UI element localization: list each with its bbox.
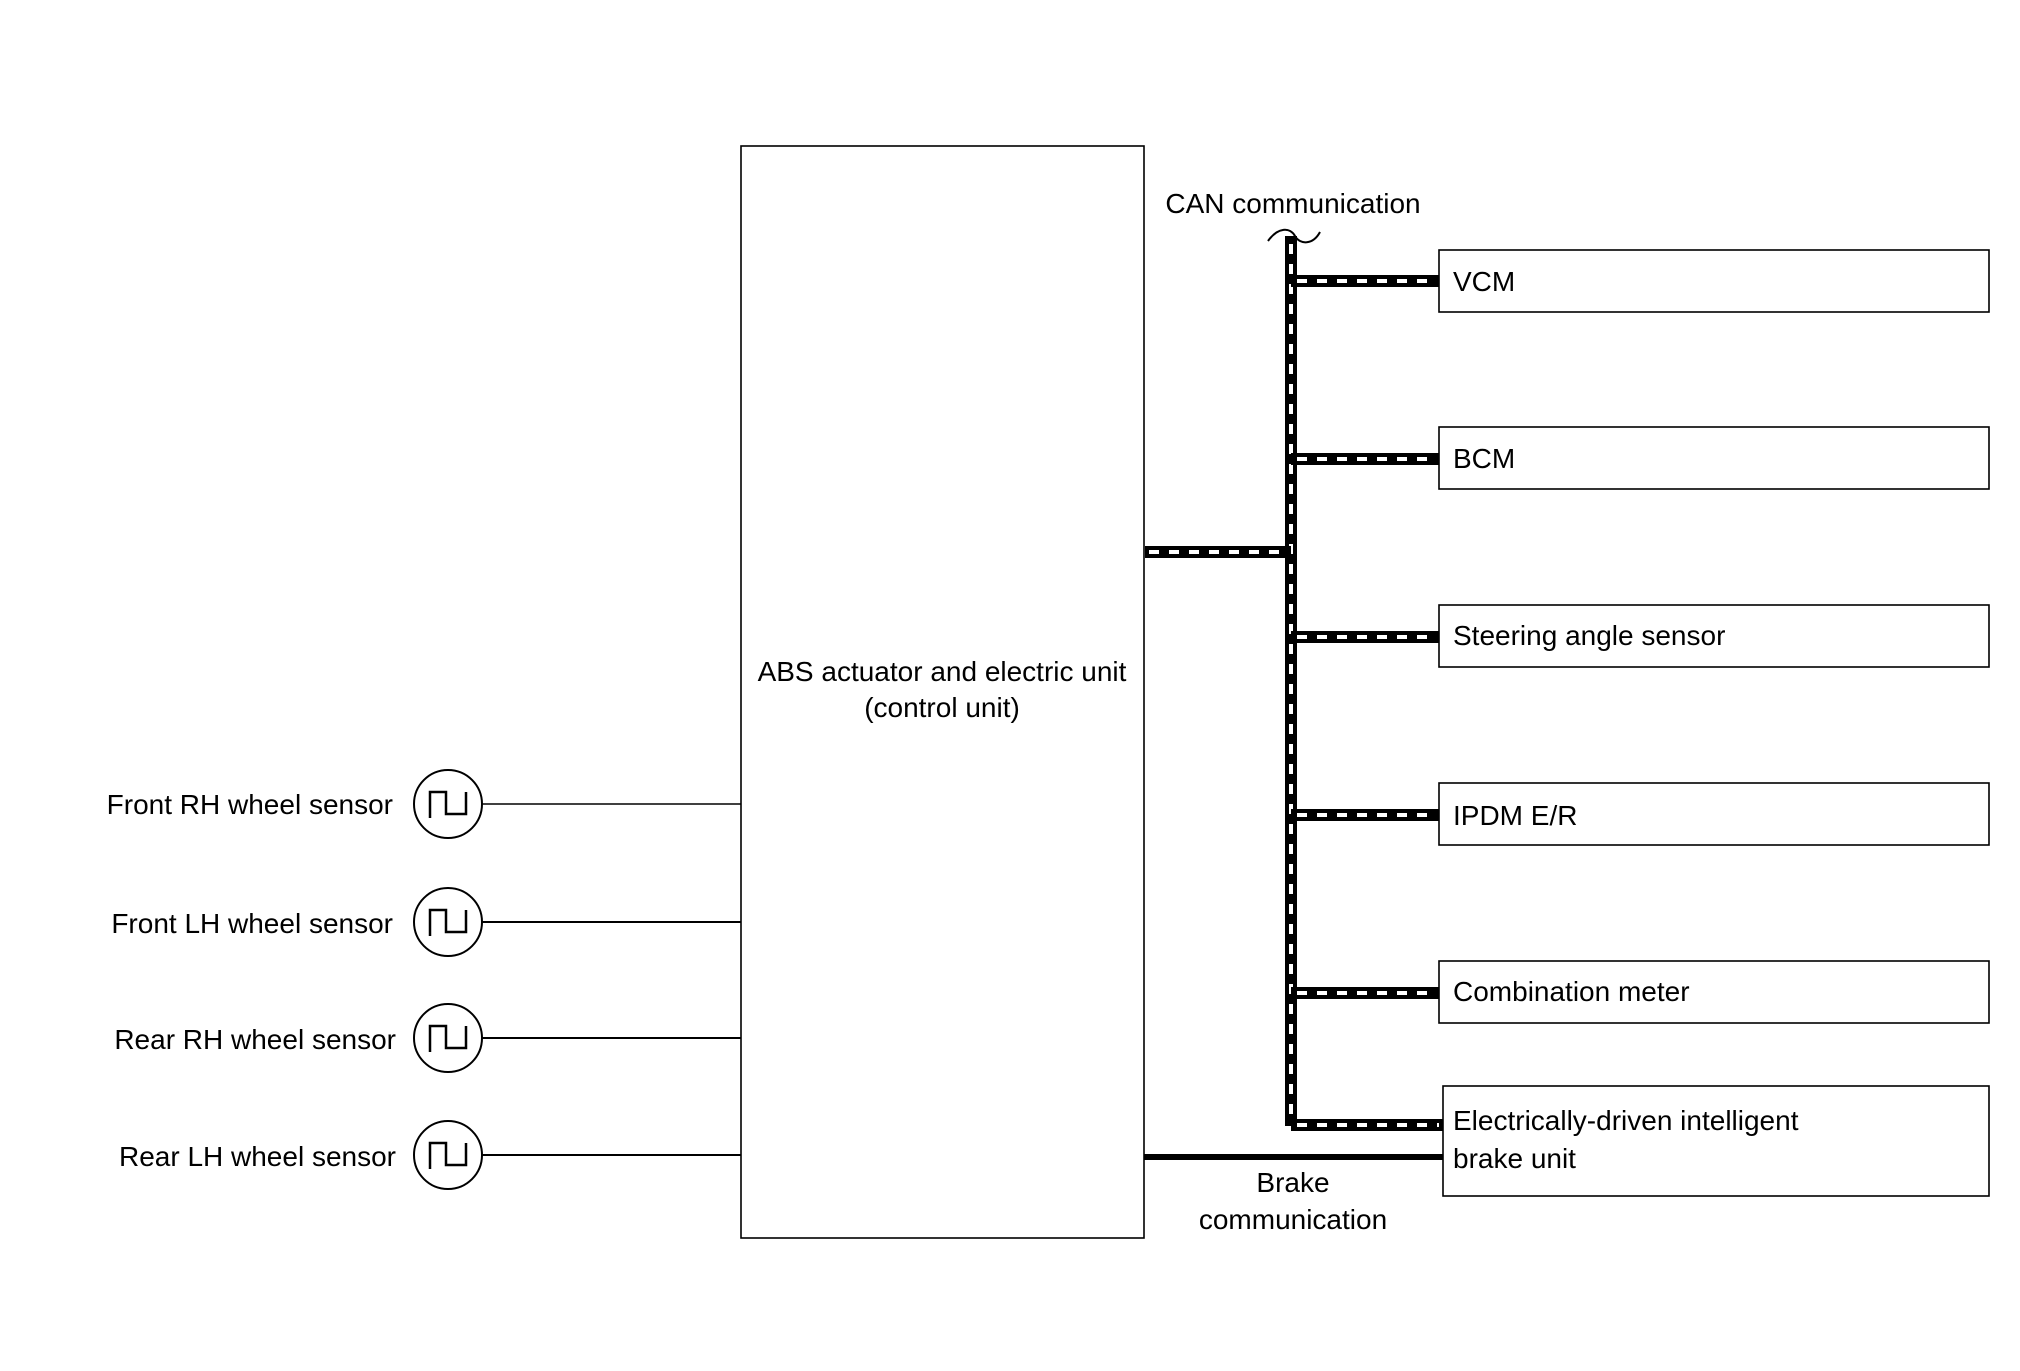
brake-communication-label-line2: communication xyxy=(1199,1204,1387,1235)
module-bcm: BCM xyxy=(1291,426,1990,490)
module-vcm: VCM xyxy=(1291,249,1990,313)
module-steering-angle-sensor: Steering angle sensor xyxy=(1291,604,1990,668)
can-communication-label: CAN communication xyxy=(1165,188,1420,219)
sensor-label: Rear LH wheel sensor xyxy=(119,1141,396,1172)
module-label-line1: Electrically-driven intelligent xyxy=(1453,1105,1799,1136)
module-label-line2: brake unit xyxy=(1453,1143,1576,1174)
sensor-label: Front RH wheel sensor xyxy=(107,789,393,820)
module-label: Combination meter xyxy=(1453,976,1690,1007)
control-unit-label-line1: ABS actuator and electric unit xyxy=(758,656,1127,687)
sensor-front-rh: Front RH wheel sensor xyxy=(107,769,741,839)
module-ipdm-er: IPDM E/R xyxy=(1291,782,1990,846)
module-label: IPDM E/R xyxy=(1453,800,1577,831)
pulse-icon xyxy=(428,1024,468,1052)
module-intelligent-brake-unit: Electrically-driven intelligent brake un… xyxy=(1291,1085,1990,1197)
module-label: VCM xyxy=(1453,266,1515,297)
pulse-icon xyxy=(428,790,468,818)
sensor-icon xyxy=(413,1120,483,1190)
sensor-icon xyxy=(413,1003,483,1073)
sensor-rear-lh: Rear LH wheel sensor xyxy=(119,1120,741,1190)
sensor-label: Front LH wheel sensor xyxy=(111,908,393,939)
pulse-icon xyxy=(428,908,468,936)
sensor-label: Rear RH wheel sensor xyxy=(114,1024,396,1055)
module-box xyxy=(1438,249,1990,313)
module-box xyxy=(1438,782,1990,846)
module-box xyxy=(1438,960,1990,1024)
sensor-front-lh: Front LH wheel sensor xyxy=(111,887,741,957)
module-label: BCM xyxy=(1453,443,1515,474)
module-box xyxy=(1438,426,1990,490)
control-unit-label-line2: (control unit) xyxy=(864,692,1020,723)
module-box xyxy=(1442,1085,1990,1197)
control-unit-box xyxy=(740,145,1145,1239)
module-label: Steering angle sensor xyxy=(1453,620,1725,651)
module-box xyxy=(1438,604,1990,668)
sensor-icon xyxy=(413,769,483,839)
pulse-icon xyxy=(428,1141,468,1169)
sensor-icon xyxy=(413,887,483,957)
brake-communication-label-line1: Brake xyxy=(1256,1167,1329,1198)
module-combination-meter: Combination meter xyxy=(1291,960,1990,1024)
sensor-rear-rh: Rear RH wheel sensor xyxy=(114,1003,741,1073)
